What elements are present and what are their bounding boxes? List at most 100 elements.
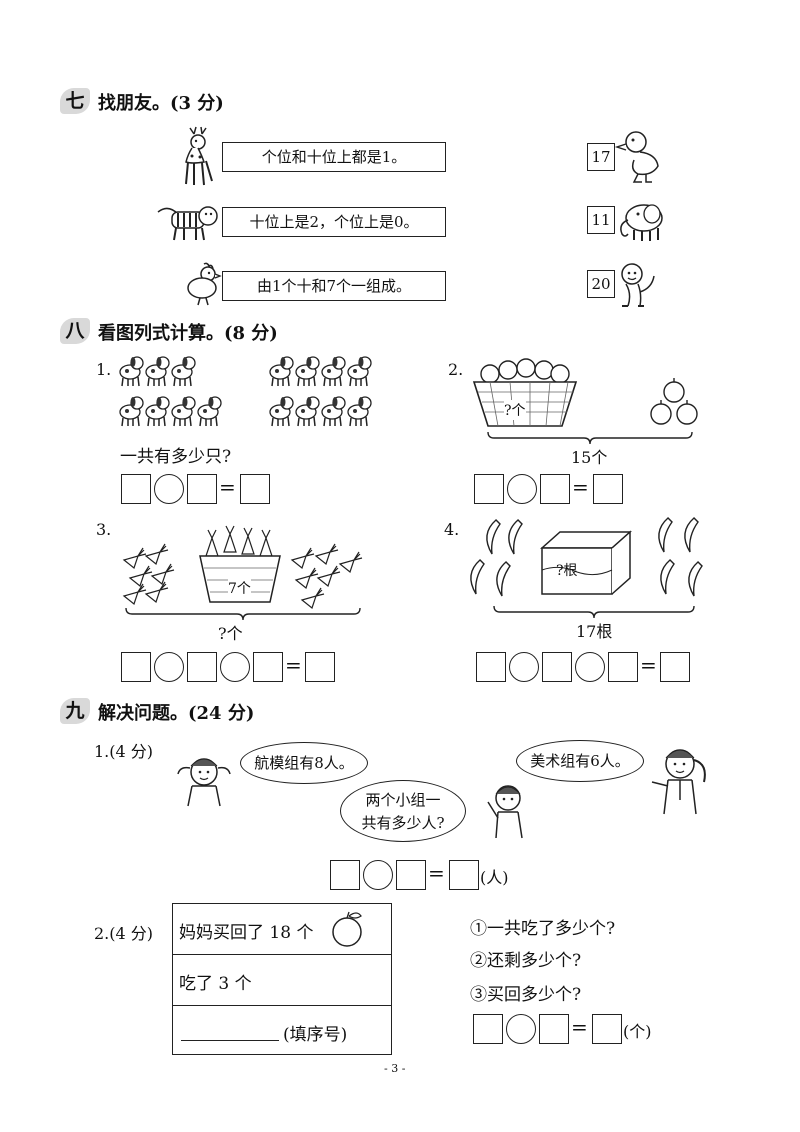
answer-box[interactable] — [539, 1014, 569, 1044]
answer-box[interactable] — [449, 860, 479, 890]
unit-people: (人) — [480, 868, 509, 887]
answer-box[interactable] — [592, 1014, 622, 1044]
number-box-20: 20 — [587, 270, 615, 298]
dog-icon — [145, 396, 170, 427]
problem-3-basket-label: 7个 — [228, 578, 251, 598]
unit-items: (个) — [623, 1022, 652, 1041]
problem-4-total-label: 17根 — [576, 622, 613, 641]
operator-circle[interactable] — [506, 1014, 536, 1044]
operator-circle[interactable] — [154, 652, 184, 682]
banana-icon — [684, 517, 699, 553]
girl-right-icon — [651, 749, 706, 815]
dog-icon — [347, 396, 372, 427]
speech-bubble-middle-line-1: 两个小组一 — [365, 791, 441, 809]
answer-box[interactable] — [330, 860, 360, 890]
tiger-icon — [157, 206, 218, 241]
girl-left-icon — [177, 758, 231, 807]
problem-4-box-label: ?根 — [556, 563, 578, 579]
statement-2: 十位上是2，个位上是0。 — [222, 207, 446, 237]
dog-icon — [145, 356, 170, 387]
carrot-icon — [150, 563, 175, 586]
operator-circle[interactable] — [220, 652, 250, 682]
answer-box[interactable] — [396, 860, 426, 890]
info-row-3-text: (填序号) — [283, 1025, 348, 1045]
operator-circle[interactable] — [154, 474, 184, 504]
speech-bubble-right: 美术组有6人。 — [516, 740, 644, 782]
answer-box[interactable] — [474, 474, 504, 504]
carrot-icon — [316, 565, 341, 588]
answer-box[interactable] — [305, 652, 335, 682]
carrot-icon — [144, 543, 169, 566]
answer-box[interactable] — [121, 652, 151, 682]
problem-1-question: 一共有多少只? — [120, 447, 232, 467]
carrot-icon — [122, 547, 147, 570]
dog-icon — [347, 356, 372, 387]
carrot-icon — [290, 547, 315, 570]
problem-2-index: 2. — [448, 360, 464, 379]
banana-icon — [496, 561, 511, 597]
deer-icon — [185, 126, 213, 186]
dog-icon — [295, 356, 320, 387]
carrot-icon — [314, 543, 339, 566]
answer-box[interactable] — [187, 474, 217, 504]
operator-circle[interactable] — [575, 652, 605, 682]
fill-blank-line[interactable] — [181, 1040, 279, 1041]
section-9-badge: 九 — [60, 698, 90, 724]
carrot-icon — [338, 551, 363, 574]
dog-icon — [295, 396, 320, 427]
section-9-title: 解决问题。(24 分) — [98, 703, 255, 724]
banana-icon — [508, 519, 523, 555]
answer-box[interactable] — [608, 652, 638, 682]
equals-sign: = — [571, 1015, 588, 1039]
info-row-2: 吃了 3 个 — [173, 955, 391, 1006]
banana-icon — [486, 519, 501, 555]
page-number: - 3 - — [384, 1062, 406, 1075]
answer-box[interactable] — [542, 652, 572, 682]
answer-box[interactable] — [476, 652, 506, 682]
speech-bubble-middle-line-2: 共有多少人? — [361, 814, 445, 832]
dog-icon — [321, 396, 346, 427]
apple-basket-icon — [472, 358, 578, 427]
carrots-picture — [122, 525, 363, 610]
total-brace — [487, 431, 693, 445]
info-row-3: (填序号) — [173, 1006, 391, 1054]
answer-box[interactable] — [540, 474, 570, 504]
info-table: 妈妈买回了 18 个 吃了 3 个 (填序号) — [172, 903, 392, 1055]
equals-sign: = — [640, 653, 657, 677]
box-icon — [540, 530, 632, 595]
banana-icon — [660, 559, 675, 595]
answer-box[interactable] — [253, 652, 283, 682]
carrot-icon — [294, 567, 319, 590]
problem-3-total-label: ?个 — [218, 624, 243, 643]
carrot-icon — [122, 583, 147, 606]
info-row-2-text: 吃了 3 个 — [179, 974, 252, 994]
total-brace — [493, 605, 695, 619]
section-7-badge: 七 — [60, 88, 90, 114]
problem-9-2-label: 2.(4 分) — [94, 924, 154, 943]
dog-icon — [197, 396, 222, 427]
answer-box[interactable] — [121, 474, 151, 504]
apple-icon — [332, 911, 362, 947]
answer-box[interactable] — [240, 474, 270, 504]
answer-box[interactable] — [187, 652, 217, 682]
answer-box[interactable] — [473, 1014, 503, 1044]
answer-box[interactable] — [660, 652, 690, 682]
info-row-1-text: 妈妈买回了 18 个 — [179, 923, 314, 943]
monkey-icon — [621, 263, 655, 307]
problem-1-index: 1. — [96, 360, 112, 379]
carrot-icon — [128, 565, 153, 588]
problem-4-index: 4. — [444, 520, 460, 539]
banana-icon — [658, 517, 673, 553]
carrot-icon — [300, 587, 325, 610]
banana-icon — [688, 561, 703, 597]
speech-bubble-left: 航模组有8人。 — [240, 742, 368, 784]
answer-box[interactable] — [593, 474, 623, 504]
option-3: ③买回多少个? — [470, 985, 582, 1005]
dog-icon — [171, 356, 196, 387]
dog-icon — [119, 396, 144, 427]
duck-icon — [614, 131, 659, 183]
operator-circle[interactable] — [507, 474, 537, 504]
equals-sign: = — [428, 861, 445, 885]
operator-circle[interactable] — [509, 652, 539, 682]
operator-circle[interactable] — [363, 860, 393, 890]
